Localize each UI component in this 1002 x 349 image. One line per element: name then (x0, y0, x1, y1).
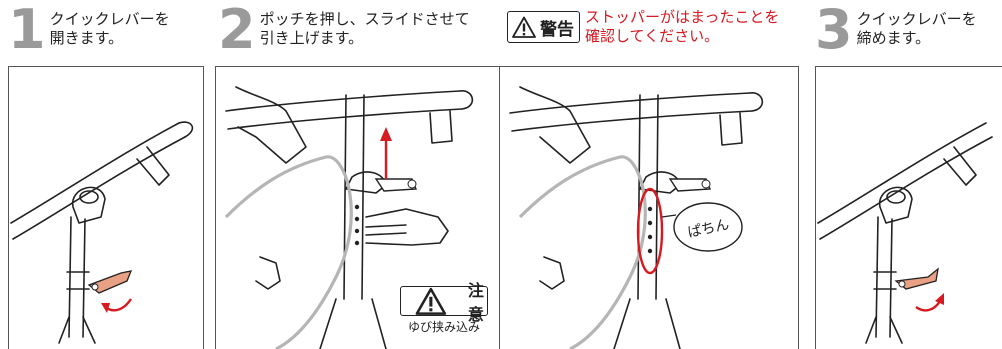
stopper-highlight (636, 187, 664, 275)
caution-note: ゆび挟み込み (407, 320, 480, 334)
pull-up-stem-drawing (224, 86, 474, 349)
quick-lever-shape (894, 267, 939, 290)
quick-lever-shape (87, 270, 133, 294)
warning-label: 警告 (540, 19, 574, 40)
caution-notice: 注意 ゆび挟み込み (400, 281, 488, 335)
step-instruction: ポッチを押し、スライドさせて 引き上げます。 (259, 10, 470, 47)
warning-triangle-icon (512, 16, 536, 38)
curved-arrow-icon (915, 300, 942, 312)
quick-lever-close-drawing (817, 122, 993, 344)
warning-header: 警告 ストッパーがはまったことを 確認してください。 (507, 8, 779, 46)
step-instruction: クイックレバーを 開きます。 (49, 10, 170, 47)
caution-label: 注意 (467, 281, 484, 324)
step-3-illustration (815, 66, 1002, 349)
step-2-header: 2 ポッチを押し、スライドさせて 引き上げます。 (218, 0, 470, 61)
step-1-header: 1 クイックレバーを 開きます。 (8, 0, 170, 61)
warning-illustration: ぱちん (499, 66, 799, 349)
caution-badge: 注意 (400, 281, 488, 324)
up-arrow-icon (380, 127, 392, 179)
caution-triangle-icon (415, 287, 447, 315)
step-number: 3 (815, 0, 853, 61)
warning-text: ストッパーがはまったことを 確認してください。 (585, 8, 780, 45)
step-3-header: 3 クイックレバーを 締めます。 (815, 0, 977, 61)
step-number: 2 (218, 0, 256, 61)
quick-lever-open-drawing (10, 121, 194, 344)
step-1-illustration (8, 66, 204, 349)
step-number: 1 (8, 0, 46, 61)
click-sound-bubble (673, 202, 743, 252)
stopper-engaged-drawing: ぱちん (509, 86, 764, 349)
step-2-illustration: 注意 ゆび挟み込み (215, 66, 501, 349)
step-instruction: クイックレバーを 締めます。 (856, 10, 977, 47)
warning-badge: 警告 (507, 11, 580, 43)
